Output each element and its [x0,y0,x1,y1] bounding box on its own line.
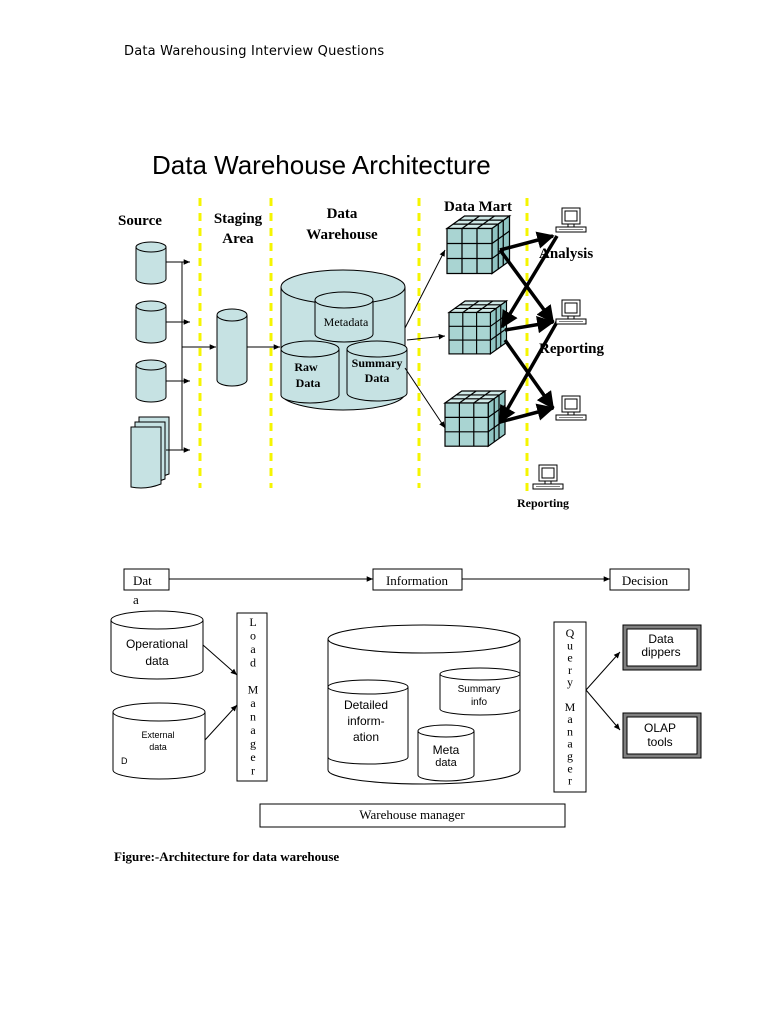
flow-decision-box [609,568,690,591]
label-reporting-small: Reporting [517,496,569,510]
external-db-icon [112,702,206,780]
label-dippers-2: dippers [641,645,680,659]
query_manager-letter: r [568,663,572,677]
label-raw-1: Raw [294,360,318,374]
label-meta-1: Meta [433,743,460,757]
label-detailed-2: inform- [347,714,384,728]
query_manager-letter: n [567,724,573,738]
source-document-icon [130,416,170,489]
separators [198,198,529,495]
label-staging-1: Staging [214,211,263,227]
label-metadata: Metadata [324,315,369,329]
load_manager-letter: g [250,737,256,751]
operational-db-icon [110,610,204,680]
load-manager-box [236,612,268,782]
label-warehouse-1: Data [327,206,358,222]
label-source: Source [118,213,162,229]
load_manager-letter: o [250,629,256,643]
load_manager-letter: a [250,696,256,710]
page-header: Data Warehousing Interview Questions [124,44,385,59]
label-analysis: Analysis [539,246,593,262]
label-detailed-1: Detailed [344,698,388,712]
query_manager-letter: e [567,761,572,775]
staging-db-icon [216,308,248,387]
label-raw-2: Data [296,376,321,390]
label-warehouse-2: Warehouse [306,227,378,243]
label-reporting-big: Reporting [539,341,604,357]
query_manager-letter: e [567,651,572,665]
label-external-2: data [149,742,167,752]
label-external-3: D [121,756,128,766]
label-dippers-1: Data [648,632,674,646]
query_manager-letter: y [567,675,573,689]
data-dippers-box [622,624,702,671]
load_manager-letter: a [250,723,256,737]
source-db-icon [135,241,167,403]
query_manager-letter: a [567,737,573,751]
query_manager-letter: u [567,638,573,652]
flow-information-label: Information [386,573,449,588]
load_manager-letter: M [248,683,259,697]
olap-tools-box [622,712,702,759]
label-external-1: External [141,730,174,740]
load_manager-letter: n [250,710,256,724]
query_manager-letter: Q [566,626,575,640]
load_manager-letter: L [249,615,256,629]
flow-data-label-2: a [133,592,139,607]
label-summary-2: Data [365,371,390,385]
label-warehouse-manager: Warehouse manager [359,807,465,822]
load_manager-letter: e [250,750,255,764]
load_manager-letter: r [251,764,255,778]
load_manager-letter: a [250,642,256,656]
label-data-mart: Data Mart [444,199,512,215]
query_manager-letter: a [567,712,573,726]
label-meta-2: data [435,757,457,769]
query_manager-letter: r [568,774,572,788]
label-operational-2: data [145,654,169,668]
figure-caption: Figure:-Architecture for data warehouse [114,849,340,864]
load_manager-letter: d [250,656,256,670]
flow-decision-label: Decision [622,573,669,588]
figure1-title: Data Warehouse Architecture [152,150,491,180]
label-summary-info-1: Summary [458,684,501,695]
warehouse-manager-box [259,803,566,828]
label-staging-2: Area [222,231,254,247]
label-summary-info-2: info [471,697,488,708]
flow-data-label-1: Dat [133,573,152,588]
query_manager-letter: M [565,700,576,714]
label-olap-1: OLAP [644,721,676,735]
label-summary-1: Summary [352,356,403,370]
query-manager-box [553,621,587,793]
label-operational-1: Operational [126,637,188,651]
data-warehouse-db-icon [280,269,408,411]
warehouse-db-icon [327,624,521,785]
label-detailed-3: ation [353,730,379,744]
label-olap-2: tools [647,735,672,749]
query_manager-letter: g [567,749,573,763]
